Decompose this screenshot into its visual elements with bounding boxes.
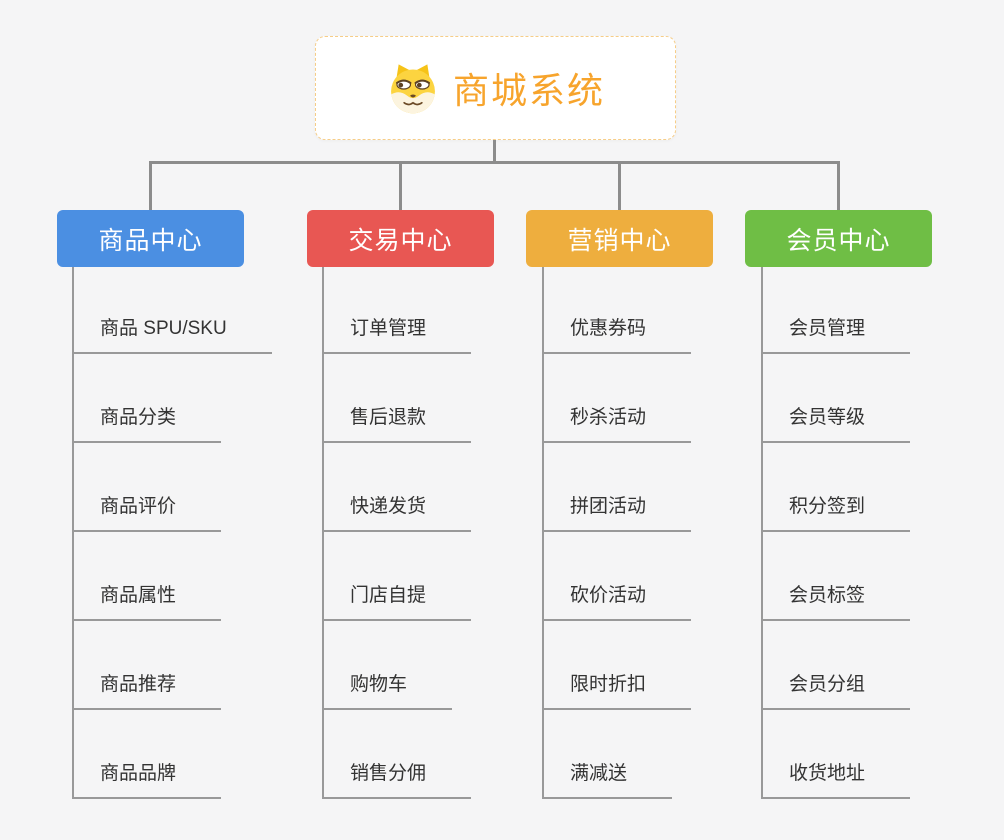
leaf-node[interactable]: 门店自提 <box>322 583 472 621</box>
leaf-node[interactable]: 会员等级 <box>761 405 911 443</box>
branch-product-center[interactable]: 商品中心 <box>57 210 244 267</box>
connector-drop-member <box>837 161 840 210</box>
leaf-node[interactable]: 商品评价 <box>72 494 222 532</box>
leaf-node[interactable]: 订单管理 <box>322 316 472 354</box>
leaf-node[interactable]: 砍价活动 <box>542 583 692 621</box>
leaf-node[interactable]: 满减送 <box>542 761 673 799</box>
connector-spine-trade <box>322 267 324 799</box>
connector-spine-member <box>761 267 763 799</box>
leaf-node[interactable]: 拼团活动 <box>542 494 692 532</box>
dog-face-icon <box>391 64 435 114</box>
leaf-node[interactable]: 收货地址 <box>761 761 911 799</box>
leaf-node[interactable]: 快递发货 <box>322 494 472 532</box>
root-node[interactable]: 商城系统 <box>315 36 676 140</box>
branch-marketing-center[interactable]: 营销中心 <box>526 210 713 267</box>
leaf-node[interactable]: 销售分佣 <box>322 761 472 799</box>
connector-rail <box>149 161 840 164</box>
leaf-node[interactable]: 商品分类 <box>72 405 222 443</box>
leaf-node[interactable]: 售后退款 <box>322 405 472 443</box>
leaf-node[interactable]: 会员分组 <box>761 672 911 710</box>
leaf-node[interactable]: 商品属性 <box>72 583 222 621</box>
connector-drop-marketing <box>618 161 621 210</box>
connector-spine-marketing <box>542 267 544 799</box>
leaf-node[interactable]: 会员标签 <box>761 583 911 621</box>
leaf-node[interactable]: 积分签到 <box>761 494 911 532</box>
connector-root-stub <box>493 140 496 163</box>
leaf-node[interactable]: 商品品牌 <box>72 761 222 799</box>
leaf-node[interactable]: 购物车 <box>322 672 453 710</box>
leaf-node[interactable]: 优惠券码 <box>542 316 692 354</box>
connector-spine-product <box>72 267 74 799</box>
connector-drop-product <box>149 161 152 210</box>
leaf-node[interactable]: 限时折扣 <box>542 672 692 710</box>
root-title: 商城系统 <box>452 70 605 111</box>
branch-trade-center[interactable]: 交易中心 <box>307 210 494 267</box>
leaf-node[interactable]: 商品推荐 <box>72 672 222 710</box>
branch-member-center[interactable]: 会员中心 <box>745 210 932 267</box>
connector-drop-trade <box>399 161 402 210</box>
leaf-node[interactable]: 秒杀活动 <box>542 405 692 443</box>
leaf-node[interactable]: 会员管理 <box>761 316 911 354</box>
leaf-node[interactable]: 商品 SPU/SKU <box>72 316 272 354</box>
